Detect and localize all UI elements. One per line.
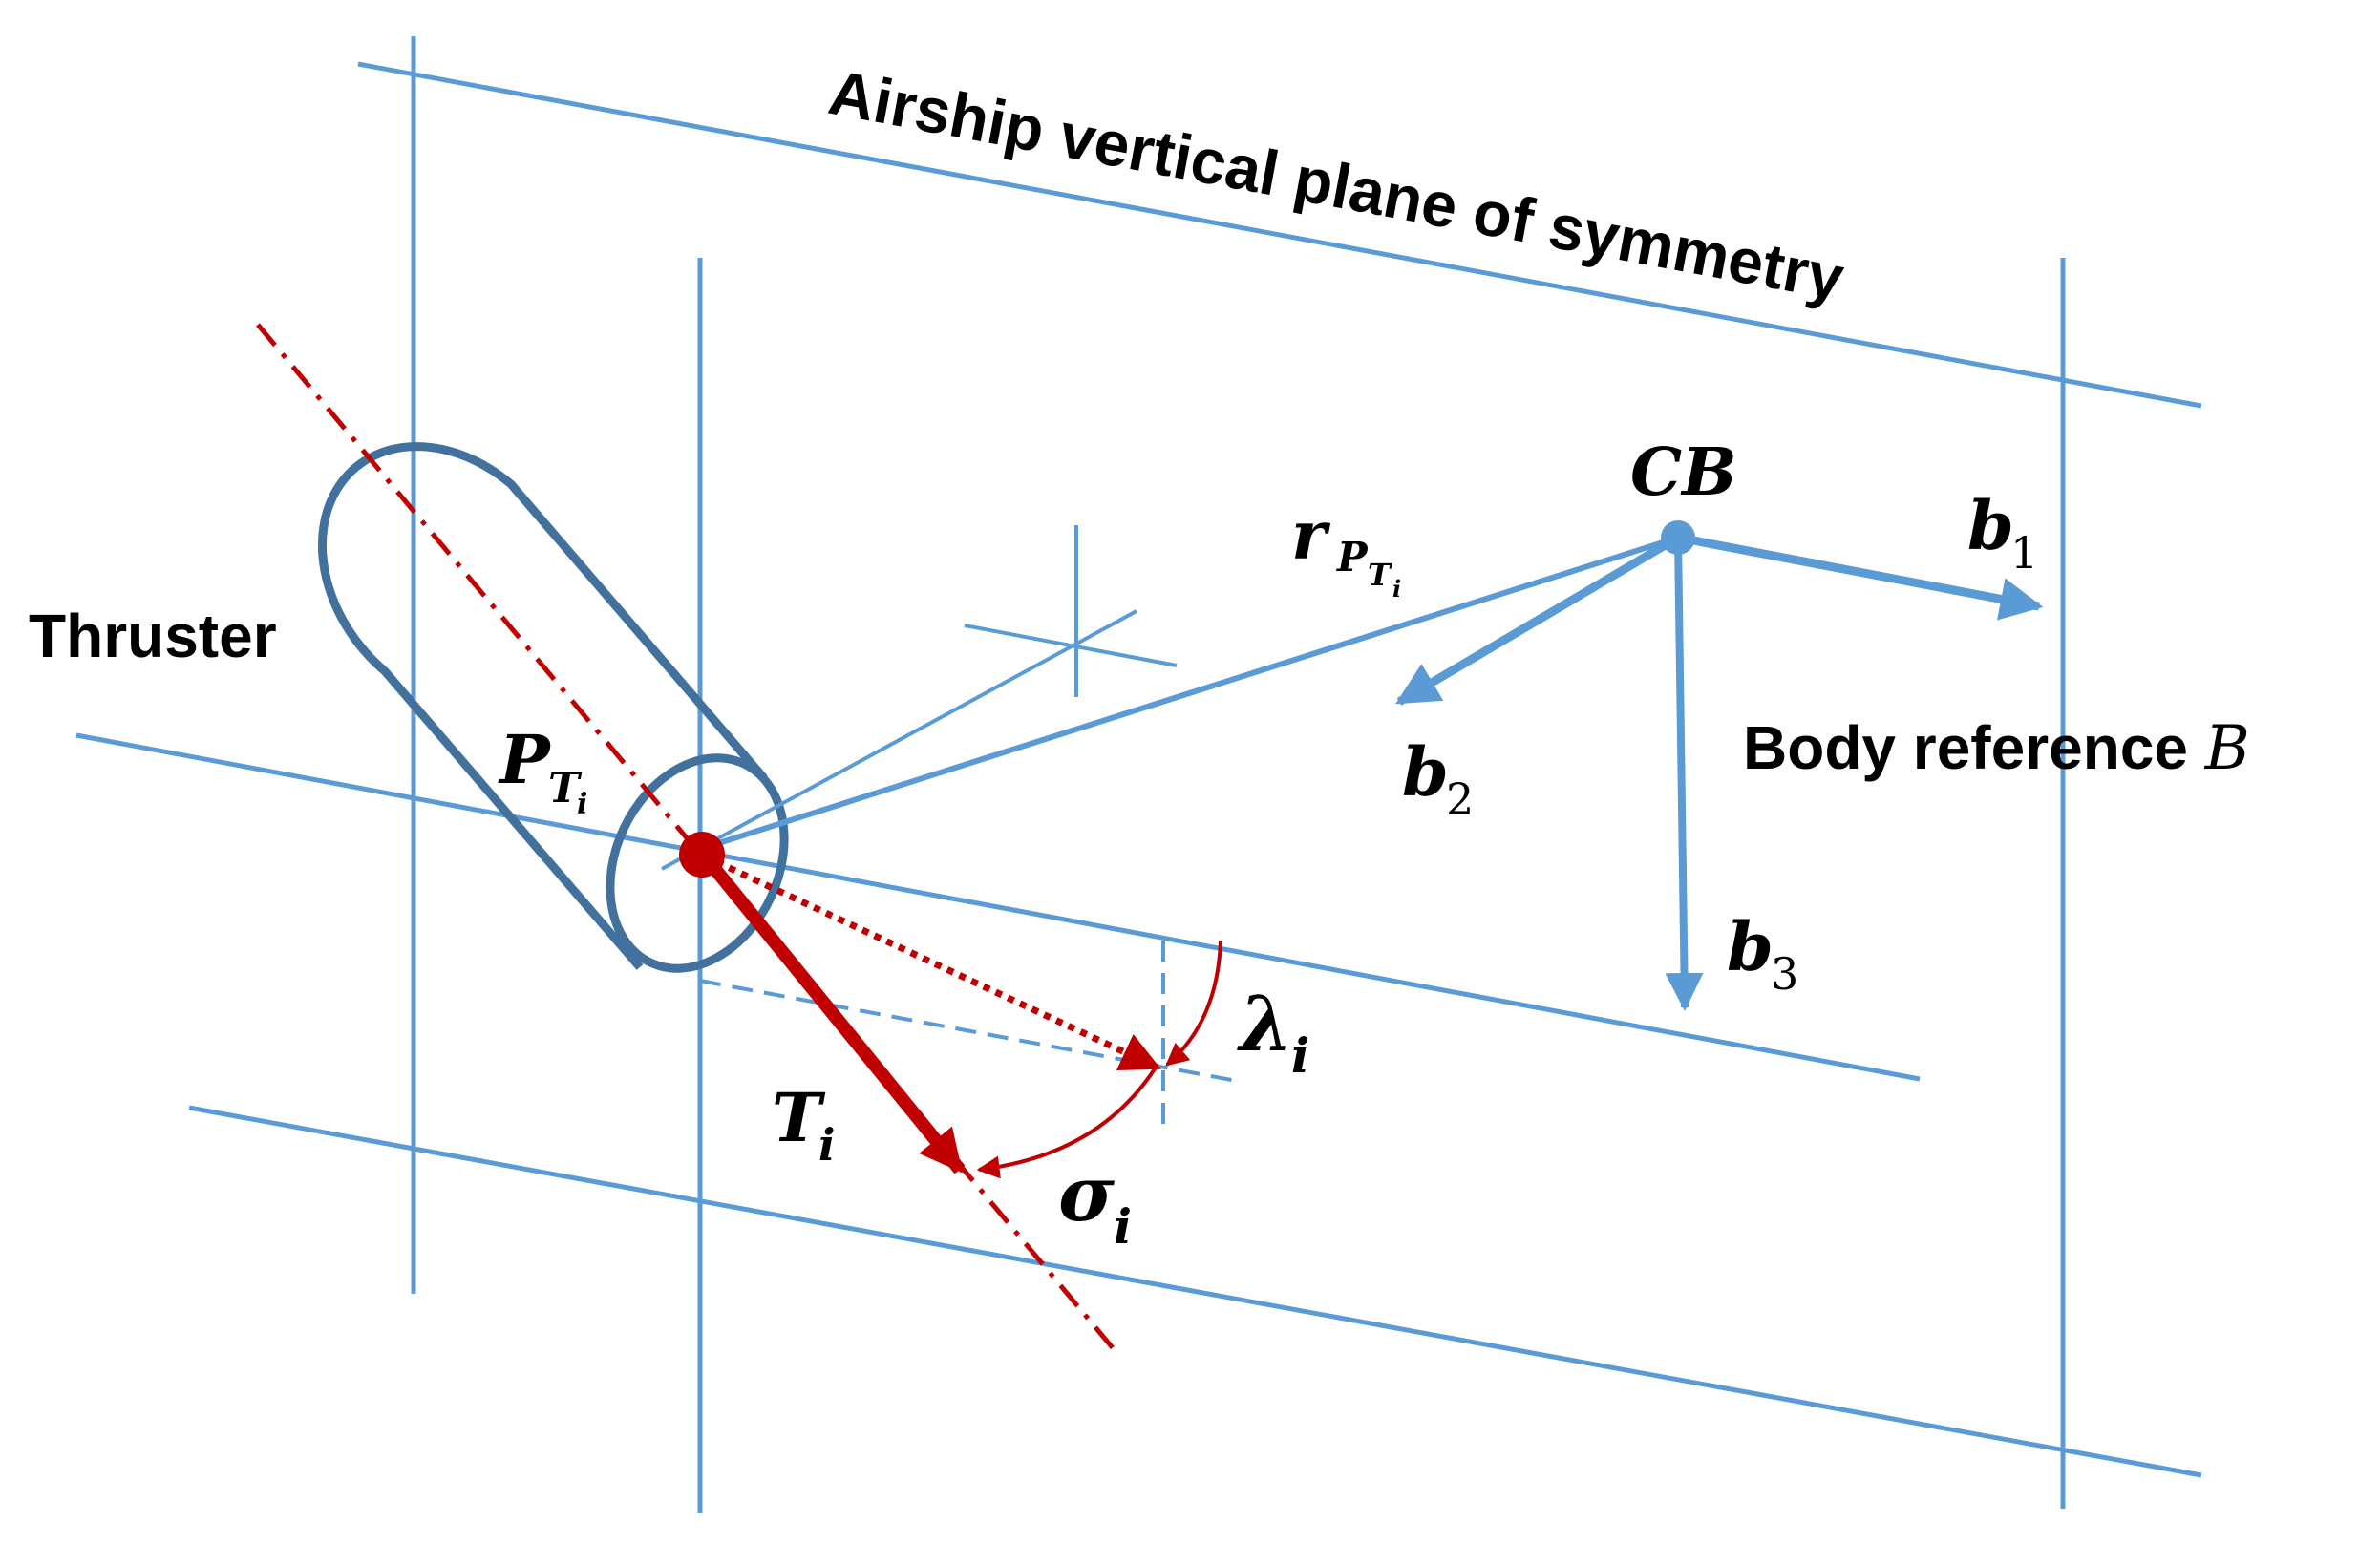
svg-text:σ: σ [1058,1149,1115,1238]
thruster-capsule [317,442,768,970]
point-label: P T i [498,720,587,821]
svg-text:1: 1 [2010,527,2038,579]
symmetry-plane [188,36,2202,1509]
position-vector-label: r P T i [1291,496,1401,603]
thruster-plane-top-edge [75,732,1921,1082]
svg-text:λ: λ [1237,979,1293,1068]
body-reference-label: Body reference B [1743,713,2250,784]
thruster-plane [75,258,1921,1513]
angle-arcs [976,940,1222,1179]
svg-text:P: P [498,720,552,799]
b3-label: b 3 [1727,907,1798,1000]
svg-text:3: 3 [1771,948,1798,1000]
svg-text:i: i [1114,1198,1132,1255]
plane-title: Airship vertical plane of symmetry [823,56,1849,313]
thrust-vector [699,852,966,1174]
cb-label: CB [1630,434,1737,511]
svg-text:b: b [1727,907,1774,986]
b1-axis [1677,533,2044,621]
svg-text:P: P [1336,534,1369,581]
svg-text:T: T [1368,557,1392,593]
svg-text:i: i [1392,575,1401,603]
svg-text:i: i [577,788,587,821]
svg-text:T: T [548,764,583,813]
svg-text:2: 2 [1446,773,1474,825]
svg-text:r: r [1291,496,1331,575]
svg-text:i: i [818,1119,835,1171]
b3-axis [1665,537,1704,1011]
sigma-arc [976,1066,1158,1179]
lambda-arc [1165,940,1222,1067]
position-projection-line [661,609,1137,871]
plane-bottom-edge [188,1105,2202,1478]
thruster-label: Thruster [29,602,277,670]
projected-thrust [703,853,1161,1071]
thruster-nozzle-ring [606,753,789,973]
reference-cross [964,525,1178,697]
svg-text:T: T [772,1078,826,1157]
body-axes [1395,533,2044,1011]
position-vector [661,535,1679,871]
plane-top-edge [357,61,2202,409]
position-vector-line [706,535,1679,850]
thrust-point [679,832,725,878]
svg-text:b: b [1402,732,1449,812]
horizontal-projection [699,979,1243,1084]
cb-point [1661,520,1695,555]
lambda-label: λ i [1237,979,1309,1084]
thrust-label: T i [772,1078,835,1171]
thruster-body [317,442,789,973]
sigma-label: σ i [1058,1149,1132,1255]
b2-label: b 2 [1402,732,1474,825]
svg-text:i: i [1291,1027,1309,1084]
svg-text:b: b [1967,486,2014,565]
b2-axis [1395,534,1681,706]
b1-label: b 1 [1967,486,2038,579]
